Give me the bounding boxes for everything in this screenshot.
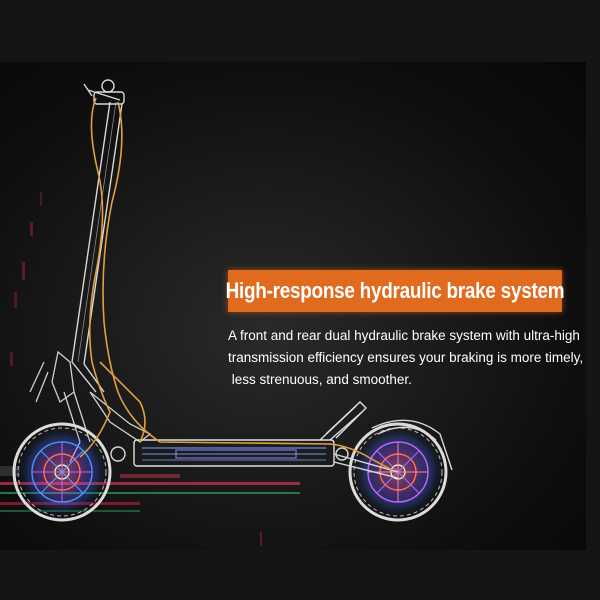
description-line: less strenuous, and smoother. [228,372,412,387]
headline: High-response hydraulic brake system [225,278,565,303]
scooter-wireframe-illustration [0,79,453,546]
description-line: A front and rear dual hydraulic brake sy… [228,328,580,343]
stem [71,79,125,393]
front-wheel [12,422,112,522]
feature-description: A front and rear dual hydraulic brake sy… [228,325,586,391]
headline-banner: High-response hydraulic brake system [225,270,565,312]
hydraulic-brake-lines [79,97,393,471]
deck [133,401,367,467]
description-line: transmission efficiency ensures your bra… [228,350,584,365]
rear-fender [110,419,453,479]
feature-panel: High-response hydraulic brake system A f… [0,62,586,550]
